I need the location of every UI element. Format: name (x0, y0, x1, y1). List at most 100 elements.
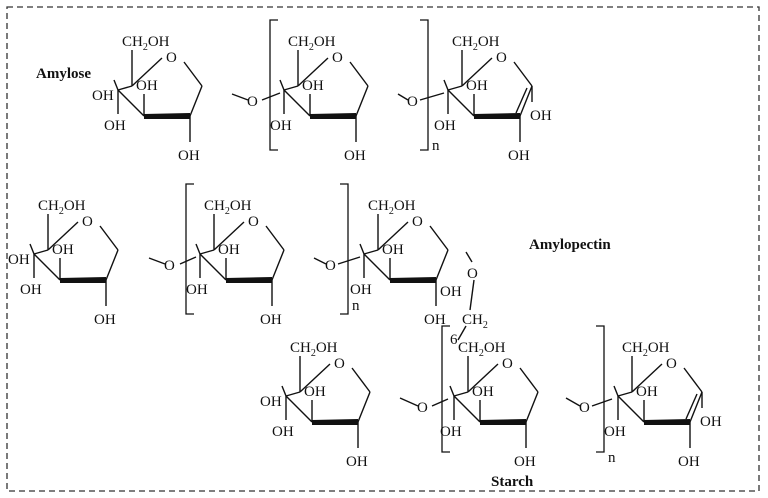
ch2-group: CH2 (462, 312, 488, 331)
ring-bond (113, 79, 119, 91)
label-amylose: Amylose (36, 66, 91, 82)
bracket-left (269, 19, 278, 151)
ring-bond (447, 89, 475, 117)
ring-bond-bold (144, 113, 190, 119)
ring-bond (29, 243, 35, 255)
hydroxyl-group: OH (94, 312, 116, 328)
link-bond (565, 397, 581, 407)
hydroxyl-group: OH (604, 424, 626, 440)
ring-bond (299, 363, 331, 393)
ch2oh-group: CH2OH (122, 34, 170, 53)
ring-bond (683, 367, 703, 393)
ring-bond (613, 385, 619, 397)
repeat-n: n (432, 138, 440, 154)
link-bond (399, 397, 419, 407)
ring-bond (271, 249, 285, 281)
link-oxygen: O (579, 400, 590, 416)
ring-bond (513, 61, 533, 87)
hydroxyl-group: OH (514, 454, 536, 470)
hydroxyl-group: OH (270, 118, 292, 134)
hydroxyl-group: OH (350, 282, 372, 298)
glycosidic-links (148, 92, 613, 407)
ring-bond (359, 243, 365, 255)
link-bond (431, 398, 449, 407)
hydroxyl-group: OH (218, 242, 240, 258)
hydroxyl-group: OH (346, 454, 368, 470)
bracket-right (340, 183, 349, 315)
ring-bond-bold (480, 419, 526, 425)
hydroxyl-group: OH (472, 384, 494, 400)
glucose-rings: OCH2OHOHOHOHOHOCH2OHOHOHOHOCH2OHOHOHOHOH… (8, 34, 722, 470)
ring-bond (285, 391, 301, 397)
hydroxyl-group: OH (424, 312, 446, 328)
hydroxyl-group: OH (104, 118, 126, 134)
link-bond (261, 92, 281, 101)
hydroxyl-group: OH (178, 148, 200, 164)
ch2oh-group: CH2OH (288, 34, 336, 53)
ring-bond (429, 225, 449, 251)
ring-bond (525, 391, 539, 423)
ring-bond (449, 385, 455, 397)
ring-bond (435, 249, 449, 281)
link-bond (179, 256, 197, 265)
ring-bond (189, 85, 203, 117)
hydroxyl-group: OH (700, 414, 722, 430)
ring-bond-bold (226, 277, 272, 283)
hydroxyl-group: OH (272, 424, 294, 440)
link-bond (313, 257, 327, 265)
ring-bond (357, 391, 371, 423)
hydroxyl-group: OH (678, 454, 700, 470)
link-oxygen: O (407, 94, 418, 110)
ring-bond (349, 61, 369, 87)
repeat-n: n (352, 298, 360, 314)
hydroxyl-group: OH (260, 312, 282, 328)
ring-bond (631, 363, 663, 393)
ring-bond (183, 61, 203, 87)
repeat-brackets (185, 19, 605, 453)
ring-bond-bold (60, 277, 106, 283)
link-oxygen: O (164, 258, 175, 274)
position-six: 6 (450, 332, 458, 348)
hydroxyl-group: OH (440, 284, 462, 300)
ring-oxygen: O (248, 214, 259, 230)
ring-oxygen: O (502, 356, 513, 372)
ring-oxygen: O (82, 214, 93, 230)
ring-bond-bold (644, 419, 690, 425)
link-bond (419, 92, 445, 101)
repeat-n: n (608, 450, 616, 466)
ring-bond (515, 87, 528, 114)
ring-bond (363, 253, 391, 281)
ring-bond (105, 249, 119, 281)
ring-bond (519, 85, 533, 117)
ring-bond (33, 253, 61, 281)
ring-oxygen: O (496, 50, 507, 66)
ring-bond-bold (390, 277, 436, 283)
ring-bond (47, 221, 79, 251)
ring-bond (689, 391, 703, 423)
ring-oxygen: O (332, 50, 343, 66)
ring-bond (117, 85, 133, 91)
ring-bond (195, 243, 201, 255)
link-oxygen: O (417, 400, 428, 416)
ring-bond (279, 79, 285, 91)
ring-bond (265, 225, 285, 251)
hydroxyl-group: OH (8, 252, 30, 268)
ring-bond (285, 395, 313, 423)
hydroxyl-group: OH (20, 282, 42, 298)
ring-bond (281, 385, 287, 397)
hydroxyl-group: OH (52, 242, 74, 258)
dashed-frame (6, 6, 760, 492)
ch2oh-group: CH2OH (368, 198, 416, 217)
hydroxyl-group: OH (382, 242, 404, 258)
link-bond (465, 251, 473, 263)
ring-bond (363, 249, 379, 255)
bracket-left (441, 325, 450, 453)
hydroxyl-group: OH (344, 148, 366, 164)
